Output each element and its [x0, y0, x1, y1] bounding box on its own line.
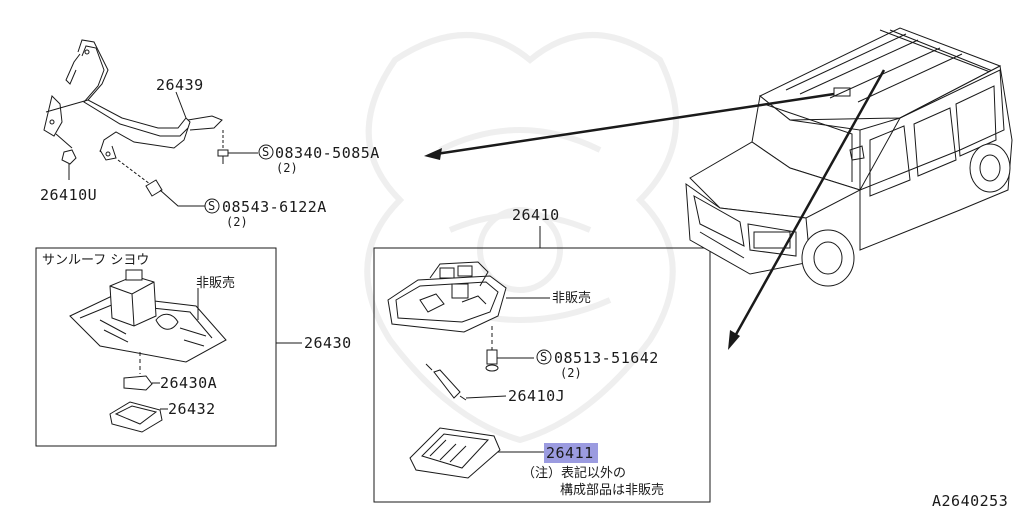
vehicle-illustration — [685, 27, 1013, 287]
label-sunroof-lamp: 26430 — [304, 334, 352, 352]
sunroof-lamp-box — [35, 247, 277, 447]
label-bolt-b: 08543-6122A — [222, 198, 327, 216]
s-mark-a-text: S — [262, 145, 269, 159]
lens-left-icon — [109, 401, 168, 433]
lens-right-icon — [409, 427, 544, 479]
label-lens-left: 26432 — [168, 400, 216, 418]
selected-part-highlight[interactable] — [544, 443, 598, 463]
watermark-emblem — [364, 32, 679, 444]
label-lens-right[interactable]: 26411 — [546, 444, 594, 462]
label-not-sold-left: 非販売 — [196, 275, 235, 291]
s-mark-b-text: S — [208, 199, 215, 213]
label-nut-u: 26410U — [40, 186, 97, 204]
label-lamp-assy: 26410 — [512, 206, 560, 224]
s-mark-c-text: S — [540, 350, 547, 364]
mounting-bracket — [43, 39, 223, 161]
label-bracket: 26439 — [156, 76, 204, 94]
label-bolt-b-qty: (2) — [226, 215, 248, 229]
bulb-j-icon — [425, 363, 507, 401]
label-screw: 08513-51642 — [554, 349, 659, 367]
label-screw-qty: (2) — [560, 366, 582, 380]
arrows — [424, 69, 886, 350]
label-bolt-a-qty: (2) — [276, 161, 298, 175]
room-lamp-icon — [387, 261, 507, 333]
clip-nut — [61, 149, 77, 180]
s-mark-a — [258, 144, 274, 160]
label-bolt-a: 08340-5085A — [275, 144, 380, 162]
label-not-sold-right: 非販売 — [552, 290, 591, 306]
label-sunroof-spec: サンルーフ シヨウ — [42, 253, 149, 268]
s-mark-b — [204, 198, 220, 214]
diagram-code: A2640253 — [932, 492, 1008, 510]
note-line-1: （注）表記以外の — [522, 465, 626, 481]
bolt-b-icon — [117, 159, 205, 207]
bulb-a-icon — [123, 352, 160, 391]
label-bulb-j: 26410J — [508, 387, 565, 405]
note-line-2: 構成部品は非販売 — [560, 482, 664, 498]
screw-icon — [485, 326, 534, 372]
room-lamp-box — [373, 247, 711, 503]
label-bulb-a: 26430A — [160, 374, 217, 392]
s-mark-c — [536, 349, 552, 365]
bolt-a-icon — [217, 130, 258, 164]
sunroof-lamp-icon — [69, 269, 227, 363]
leader-bracket — [175, 91, 187, 119]
